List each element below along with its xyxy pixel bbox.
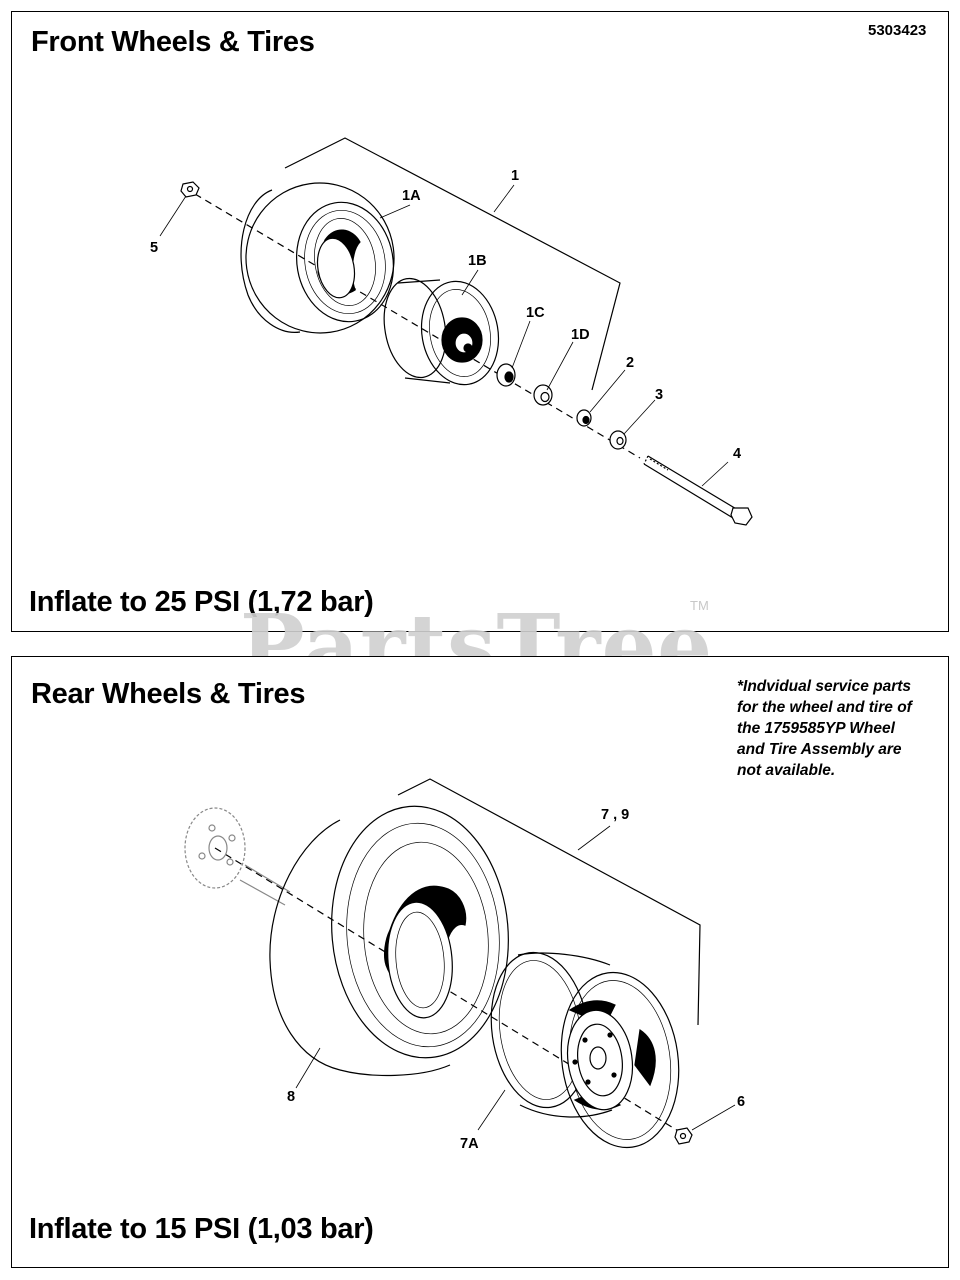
callout-2: 2: [626, 355, 635, 371]
front-tire-1a: [240, 182, 395, 334]
callout-1d: 1D: [571, 327, 590, 343]
rear-note: *Indvidual service parts for the wheel a…: [737, 678, 912, 779]
rear-title: Rear Wheels & Tires: [31, 678, 306, 710]
front-wheels-panel: [11, 11, 949, 632]
callout-7-9: 7 , 9: [601, 807, 630, 823]
watermark-tm: TM: [690, 598, 709, 613]
callout-4: 4: [733, 446, 742, 462]
callout-1b: 1B: [468, 253, 487, 269]
front-washer-3: [609, 430, 627, 450]
callout-1: 1: [511, 168, 520, 184]
front-seal-1d: [533, 384, 553, 406]
callout-5: 5: [150, 240, 159, 256]
front-inflate-text: Inflate to 25 PSI (1,72 bar): [29, 586, 374, 618]
front-wheel-diagram: [159, 137, 753, 526]
front-nut-5: [180, 181, 200, 198]
rear-inflate-text: Inflate to 15 PSI (1,03 bar): [29, 1213, 374, 1245]
callout-8: 8: [287, 1089, 296, 1105]
callout-6: 6: [737, 1094, 746, 1110]
callout-3: 3: [655, 387, 664, 403]
front-title: Front Wheels & Tires: [31, 26, 315, 58]
front-rim-1b: [383, 277, 500, 386]
part-number: 5303423: [868, 22, 927, 39]
callout-1c: 1C: [526, 305, 545, 321]
callout-7a: 7A: [460, 1136, 479, 1152]
front-bolt-4: [643, 455, 753, 526]
front-spacer-2: [576, 409, 592, 427]
front-bearing-1c: [496, 363, 516, 387]
callout-1a: 1A: [402, 188, 421, 204]
